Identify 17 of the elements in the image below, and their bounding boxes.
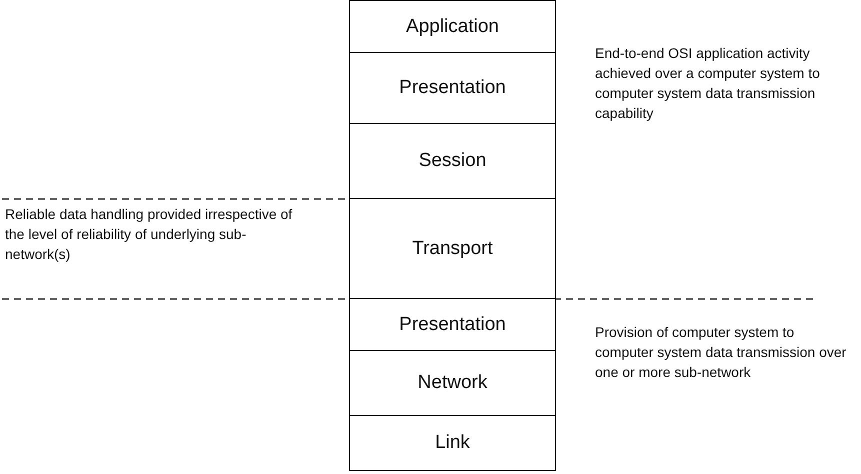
layer-label: Presentation: [399, 314, 506, 336]
layer-label: Transport: [412, 238, 493, 260]
layer-label: Session: [418, 150, 486, 172]
layer-box: [349, 123, 556, 199]
layer-box: [349, 52, 556, 124]
annotation-text: Provision of computer system to computer system data transmission over one or more sub-network: [595, 323, 848, 382]
annotation-text: Reliable data handling provided irrespective of the level of reliability of underlying sub-network(s): [5, 205, 294, 264]
layer-box: [349, 0, 556, 53]
layer-box: [349, 298, 556, 351]
annotation-text: End-to-end OSI application activity achieved over a computer system to computer system data transmission capability: [595, 44, 821, 123]
layer-box: [349, 350, 556, 416]
layer-label: Presentation: [399, 77, 506, 99]
layer-label: Application: [406, 16, 499, 38]
layer-label: Network: [418, 372, 488, 394]
layer-label: Link: [435, 432, 470, 454]
layer-box: [349, 415, 556, 471]
layer-box: [349, 198, 556, 299]
